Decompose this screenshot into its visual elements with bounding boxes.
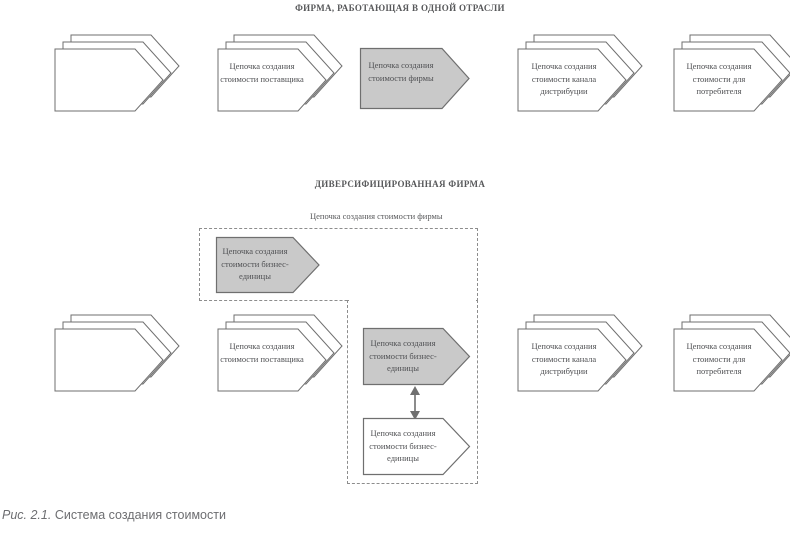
figure-caption-number: Рис. 2.1. [2, 508, 52, 522]
chain-bottom-supplier: Цепочка создания стоимости поставщика [217, 310, 343, 392]
chain-bottom-consumer: Цепочка создания стоимости для потребите… [673, 310, 790, 392]
dashed-join-mask [349, 298, 476, 303]
chain-top-supplier: Цепочка создания стоимости поставщика [217, 30, 343, 112]
chain-business-unit-lower: Цепочка создания стоимости бизнес-единиц… [362, 417, 471, 476]
chain-top-consumer: Цепочка создания стоимости для потребите… [673, 30, 790, 112]
figure-caption-text: Система создания стоимости [54, 508, 226, 522]
chain-bottom-supplier-blank [54, 310, 190, 392]
figure-caption: Рис. 2.1. Система создания стоимости [2, 508, 226, 522]
chain-bottom-distribution: Цепочка создания стоимости канала дистри… [517, 310, 643, 392]
section-title-diversified-firm: ДИВЕРСИФИЦИРОВАННАЯ ФИРМА [314, 179, 486, 189]
chain-top-distribution: Цепочка создания стоимости канала дистри… [517, 30, 643, 112]
double-headed-arrow-icon [404, 386, 426, 425]
chain-business-unit-upper: Цепочка создания стоимости бизнес-единиц… [215, 236, 321, 294]
dashed-boundary-firm-value-chain [199, 228, 478, 301]
chain-top-firm: Цепочка создания стоимости фирмы [359, 47, 470, 110]
chain-top-supplier-blank [54, 30, 190, 112]
dashed-boundary-label: Цепочка создания стоимости фирмы [310, 211, 443, 221]
chain-bottom-business-unit: Цепочка создания стоимости бизнес-единиц… [362, 327, 471, 386]
section-title-single-industry-firm: ФИРМА, РАБОТАЮЩАЯ В ОДНОЙ ОТРАСЛИ [295, 3, 505, 13]
